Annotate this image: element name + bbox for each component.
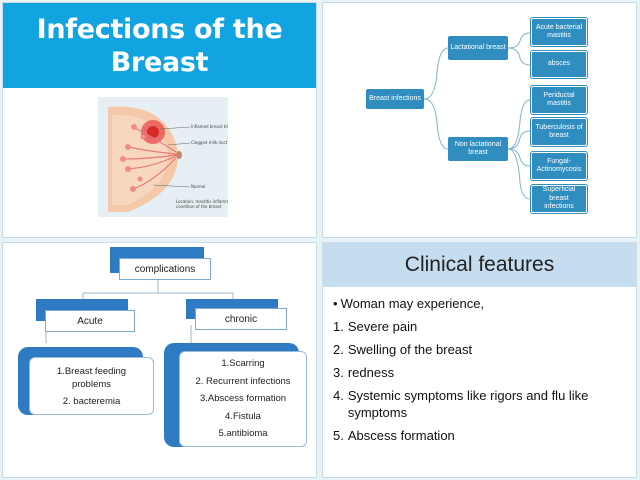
intro-text: Woman may experience, bbox=[340, 296, 485, 311]
chronic-header: chronic bbox=[195, 308, 287, 330]
list-text: Systemic symptoms like rigors and flu li… bbox=[347, 388, 589, 420]
list-number: 5. bbox=[333, 428, 344, 443]
mindmap-root-node: Breast infections bbox=[366, 89, 424, 109]
list-text: redness bbox=[347, 365, 395, 380]
bullet-icon: • bbox=[333, 296, 338, 311]
mindmap-leaf-periductal-mastitis: Periductal mastitis bbox=[531, 86, 587, 114]
list-item: 2. Swelling of the breast bbox=[333, 341, 629, 358]
slide-title: Infections of the Breast bbox=[36, 13, 283, 78]
clinical-features-panel[interactable]: Clinical features • Woman may experience… bbox=[322, 242, 637, 478]
chronic-item-1: 1.Scarring bbox=[221, 358, 265, 370]
list-number: 4. bbox=[333, 388, 344, 403]
chronic-item-5: 5.antibioma bbox=[218, 428, 268, 440]
list-item: 5. Abscess formation bbox=[333, 427, 629, 444]
clinical-features-header: Clinical features bbox=[323, 243, 636, 287]
list-number: 1. bbox=[333, 319, 344, 334]
mindmap-leaf-tuberculosis: Tuberculosis of breast bbox=[531, 118, 587, 146]
list-item-intro: • Woman may experience, bbox=[333, 295, 629, 312]
list-item: 3. redness bbox=[333, 364, 629, 381]
svg-text:condition of the breast: condition of the breast bbox=[176, 204, 222, 209]
mindmap-leaf-absces: absces bbox=[531, 51, 587, 78]
mindmap-connectors bbox=[423, 32, 531, 200]
complications-header: complications bbox=[119, 258, 211, 280]
list-item: 1. Severe pain bbox=[333, 318, 629, 335]
list-text: Swelling of the breast bbox=[347, 342, 473, 357]
mindmap-panel[interactable]: Breast infections Lactational breast Non… bbox=[322, 2, 637, 238]
svg-text:Clogged milk duct: Clogged milk duct bbox=[191, 140, 228, 145]
chronic-item-3: 3.Abscess formation bbox=[199, 393, 287, 405]
chronic-item-2: 2. Recurrent infections bbox=[195, 375, 291, 387]
slide-title-panel[interactable]: Infections of the Breast bbox=[2, 2, 317, 238]
acute-item-2: 2. bacteremia bbox=[62, 395, 121, 407]
list-number: 3. bbox=[333, 365, 344, 380]
acute-card: 1.Breast feeding problems 2. bacteremia bbox=[29, 357, 154, 415]
complications-panel[interactable]: complications Acute chronic 1.Breast fee… bbox=[2, 242, 317, 478]
title-banner: Infections of the Breast bbox=[3, 3, 316, 88]
clinical-features-list: • Woman may experience, 1. Severe pain 2… bbox=[333, 295, 629, 450]
svg-text:Location: mastitis inflammatio: Location: mastitis inflammation bbox=[176, 199, 228, 204]
acute-item-1: 1.Breast feeding problems bbox=[56, 365, 127, 390]
breast-illustration: Inflamed breast tissue Clogged milk duct… bbox=[98, 97, 240, 217]
chronic-card: 1.Scarring 2. Recurrent infections 3.Abs… bbox=[179, 351, 307, 447]
list-item: 4. Systemic symptoms like rigors and flu… bbox=[333, 387, 629, 421]
chronic-item-4: 4.Fistula bbox=[225, 410, 261, 422]
svg-text:Inflamed breast tissue: Inflamed breast tissue bbox=[191, 124, 228, 129]
breast-anatomy-image: Inflamed breast tissue Clogged milk duct… bbox=[98, 97, 240, 217]
acute-header: Acute bbox=[45, 310, 135, 332]
list-text: Severe pain bbox=[347, 319, 418, 334]
list-text: Abscess formation bbox=[347, 428, 455, 443]
mindmap-leaf-acute-bacterial-mastitis: Acute bacterial mastitis bbox=[531, 18, 587, 46]
mindmap-node-non-lactational: Non lactational breast bbox=[448, 137, 508, 161]
svg-text:Normal: Normal bbox=[191, 184, 205, 189]
clinical-features-title: Clinical features bbox=[404, 253, 555, 276]
mindmap-leaf-superficial-infections: Superficial breast infections bbox=[531, 185, 587, 213]
mindmap-leaf-fungal-actinomycosis: Fungal-Actinomycosis bbox=[531, 152, 587, 180]
mindmap-node-lactational: Lactational breast bbox=[448, 36, 508, 60]
list-number: 2. bbox=[333, 342, 344, 357]
